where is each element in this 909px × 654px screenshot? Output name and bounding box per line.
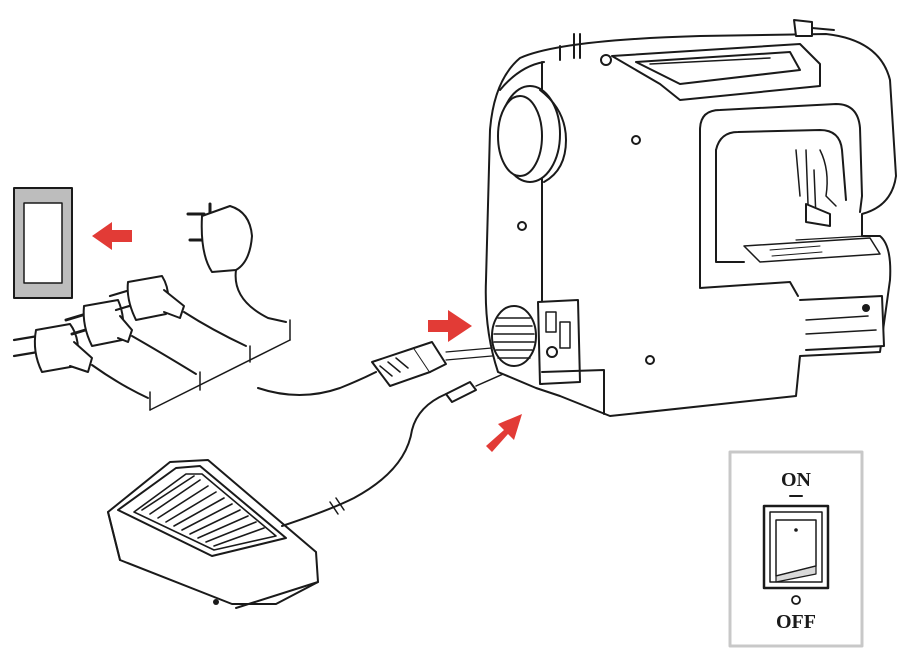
- power-switch-icon: [762, 504, 830, 590]
- arrow-icon: [92, 222, 132, 250]
- vent-grille: [491, 305, 537, 367]
- sewing-machine: [484, 19, 897, 417]
- switch-off-label: OFF: [776, 611, 816, 633]
- power-cord: [12, 202, 539, 411]
- adapter-icon: [186, 202, 287, 323]
- foot-pedal: [107, 355, 545, 609]
- handwheel: [497, 85, 567, 183]
- foot-pedal-icon: [133, 473, 277, 551]
- arrow-icon: [486, 414, 522, 452]
- switch-on-label: ON: [781, 469, 812, 491]
- wall-socket-icon: [13, 187, 73, 299]
- arrows: [92, 222, 522, 452]
- plug-icon: [108, 275, 247, 347]
- plug-icon: [12, 323, 149, 399]
- machine-socket-panel: [537, 299, 605, 415]
- arrow-icon: [428, 310, 472, 342]
- power-switch-panel: ON OFF: [728, 450, 864, 648]
- plug-icon: [64, 299, 197, 375]
